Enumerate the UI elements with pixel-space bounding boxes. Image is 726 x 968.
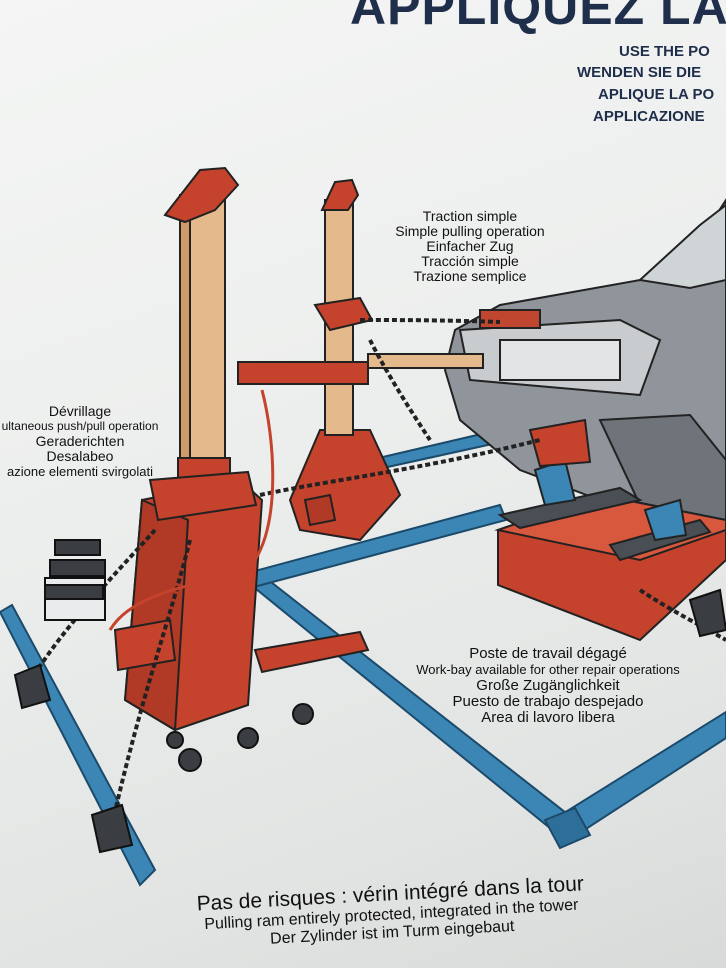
devrillage-label-block: Dévrillage ultaneous push/pull operation… xyxy=(0,403,170,480)
pulling-arm xyxy=(237,353,484,385)
header-line-1: USE THE PO xyxy=(619,43,710,60)
pump-unit xyxy=(44,539,106,621)
traction-es: Tracción simple xyxy=(421,253,519,269)
chains xyxy=(23,318,726,826)
header-line-2: WENDEN SIE DIE xyxy=(577,64,702,81)
traction-en: Simple pulling operation xyxy=(395,223,545,239)
poste-de: Große Zugänglichkeit xyxy=(476,677,620,694)
car-body xyxy=(443,198,726,522)
front-tower xyxy=(113,166,370,732)
traction-de: Einfacher Zug xyxy=(426,238,514,254)
car-platform xyxy=(494,418,726,642)
traction-it: Trazione semplice xyxy=(413,268,527,284)
poste-en: Work-bay available for other repair oper… xyxy=(416,662,680,677)
devrillage-es: Desalabeo xyxy=(46,448,114,464)
poste-label-block: Poste de travail dégagé Work-bay availab… xyxy=(398,646,698,726)
traction-fr: Traction simple xyxy=(422,208,518,224)
casters xyxy=(166,703,314,772)
poste-fr: Poste de travail dégagé xyxy=(469,645,627,662)
poster-title: APPLIQUEZ LA xyxy=(350,0,726,35)
back-tower xyxy=(288,178,402,542)
hydraulic-hose xyxy=(108,389,275,631)
traction-label-block: Traction simple Simple pulling operation… xyxy=(372,209,568,284)
devrillage-it: azione elementi svirgolati xyxy=(7,464,153,479)
header-line-3: APLIQUE LA PO xyxy=(598,86,715,103)
devrillage-fr: Dévrillage xyxy=(48,403,112,419)
header-line-4: APPLICAZIONE xyxy=(593,108,705,125)
anchor-clamps xyxy=(13,588,726,854)
poste-it: Area di lavoro libera xyxy=(481,709,615,726)
devrillage-en: ultaneous push/pull operation xyxy=(1,419,159,433)
poste-es: Puesto de trabajo despejado xyxy=(452,693,644,710)
devrillage-de: Geraderichten xyxy=(35,433,125,449)
